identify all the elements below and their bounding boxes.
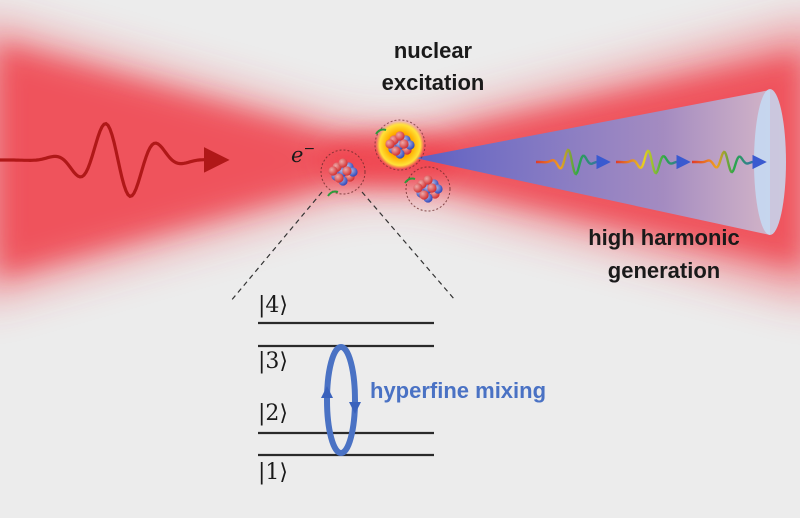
- electron-label: e−: [291, 141, 315, 167]
- harmonic-pulses: [536, 148, 767, 176]
- mixing-label: hyperfine mixing: [370, 378, 546, 403]
- nucleus-icon-2: [404, 166, 451, 212]
- level-label-1: |1⟩: [258, 460, 288, 485]
- mixing-loop: [321, 344, 361, 456]
- laser-pulse: [0, 121, 230, 199]
- zoom-lines: [229, 191, 456, 303]
- green-arrow-icon: [327, 190, 339, 197]
- nuclear-label-line2: excitation: [382, 70, 485, 95]
- excited-nucleus-icon: [374, 119, 426, 171]
- energy-levels: |4⟩ |3⟩ |2⟩ |1⟩: [258, 293, 434, 485]
- hhg-label-line1: high harmonic: [588, 225, 740, 250]
- hhg-label-line2: generation: [608, 258, 720, 283]
- nucleus-icon: [320, 149, 366, 195]
- level-label-3: |3⟩: [258, 349, 288, 374]
- level-label-2: |2⟩: [258, 401, 288, 426]
- level-label-4: |4⟩: [258, 293, 288, 318]
- nuclear-label-line1: nuclear: [394, 38, 473, 63]
